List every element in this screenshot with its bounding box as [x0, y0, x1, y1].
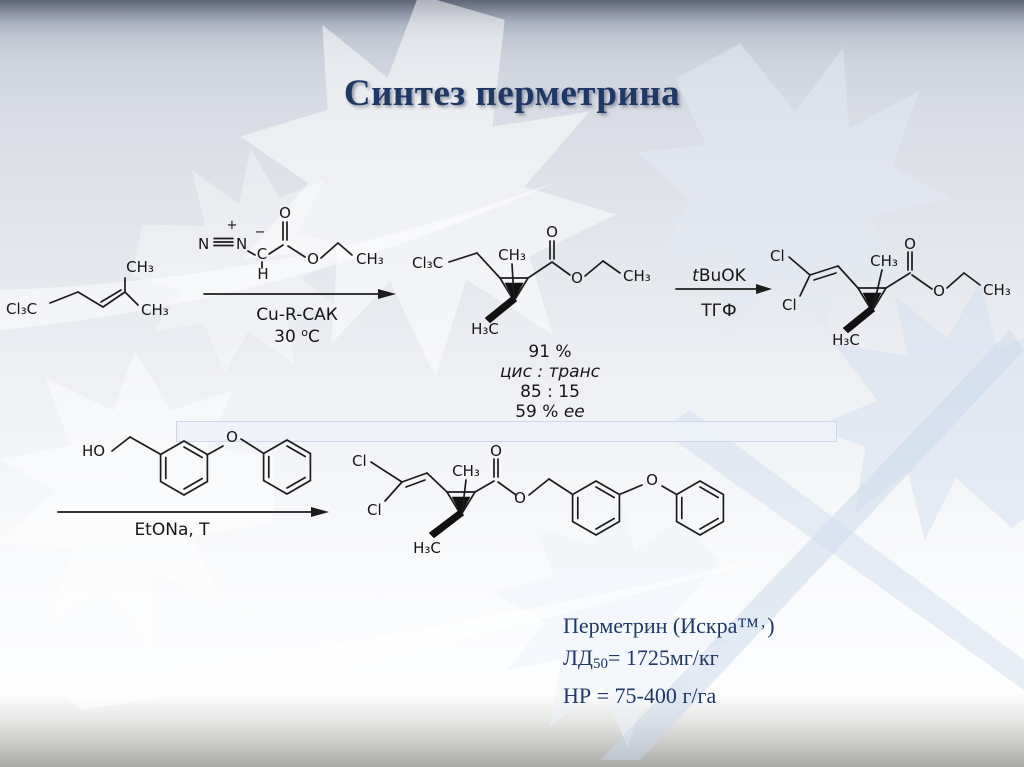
structure-permethrin: Cl Cl CH₃ H₃C O O O: [352, 442, 725, 557]
application-rate-line: НР = 75-400 г/га: [563, 683, 717, 708]
label-catalyst: Cu-R-САК: [256, 305, 338, 325]
ratio-label: цис : транс: [499, 362, 601, 382]
label-o-ester: O: [514, 489, 526, 507]
label-ch3: CH₃: [356, 250, 384, 268]
label-ch3-end: CH₃: [983, 281, 1011, 299]
label-h3c-bottom: H₃C: [832, 331, 860, 349]
label-o-carbonyl: O: [279, 204, 291, 222]
label-cl-top: Cl: [770, 247, 785, 265]
bond-skeleton: [370, 458, 725, 539]
label-o-bridge: O: [226, 428, 238, 446]
label-o-carbonyl: O: [490, 442, 502, 460]
structure-diazo-ester: N N + − C H O O CH₃: [198, 204, 384, 283]
label-o-ester: O: [933, 282, 945, 300]
structure-trichloro-alkene: Cl₃C CH₃ CH₃: [6, 258, 169, 319]
structure-phenoxybenzyl-alcohol: HO O: [82, 428, 312, 496]
empty-text-box: [176, 421, 837, 442]
structure-dichlorovinyl-ester: Cl Cl CH₃ H₃C O O CH₃: [770, 235, 1011, 349]
bond-skeleton: [213, 221, 353, 269]
label-h3c-bottom: H₃C: [413, 539, 441, 557]
ee-value: 59 % ee: [515, 402, 585, 422]
page-title: Синтез перметрина: [343, 73, 681, 114]
label-conditions: EtONa, T: [134, 520, 210, 540]
label-ccl3: Cl₃C: [6, 300, 37, 318]
label-carbon: C: [257, 245, 267, 263]
label-ccl3: Cl₃C: [412, 254, 443, 272]
structure-cyclopropane-ester: Cl₃C CH₃ H₃C O O CH₃: [412, 223, 651, 338]
product-name-line: Перметрин (Искра™,): [563, 612, 775, 638]
label-ch3-top: CH₃: [452, 462, 480, 480]
reaction-arrow-1: Cu-R-САК 30 оC: [203, 289, 396, 347]
label-temperature: 30 оC: [274, 326, 320, 347]
ld50-line: ЛД50= 1725мг/кг: [563, 644, 719, 672]
label-minus-charge: −: [255, 225, 266, 240]
label-n-left: N: [198, 235, 209, 253]
ratio-value: 85 : 15: [520, 382, 580, 402]
yield-value: 91 %: [528, 342, 572, 362]
label-ch3-top: CH₃: [126, 258, 154, 276]
label-ch3-top: CH₃: [870, 252, 898, 270]
label-o-ester: O: [307, 250, 319, 268]
label-cl-bottom: Cl: [782, 296, 797, 314]
label-ch3-right: CH₃: [141, 301, 169, 319]
label-ho: HO: [82, 442, 105, 460]
label-cl-bottom: Cl: [367, 501, 382, 519]
bond-skeleton: [49, 277, 139, 308]
label-solvent: ТГФ: [700, 301, 736, 321]
label-hydrogen: H: [257, 265, 268, 283]
label-o-bridge: O: [646, 471, 658, 489]
label-o-carbonyl: O: [546, 223, 558, 241]
label-ch3-top: CH₃: [498, 246, 526, 264]
label-o-carbonyl: O: [904, 235, 916, 253]
step1-results: 91 % цис : транс 85 : 15 59 % ee: [455, 342, 645, 422]
label-h3c-bottom: H₃C: [471, 320, 499, 338]
reaction-arrow-2: tBuOK ТГФ: [675, 266, 772, 321]
label-ch3-end: CH₃: [623, 267, 651, 285]
label-n-right: N: [236, 235, 247, 253]
label-cl-top: Cl: [352, 452, 367, 470]
reaction-arrow-3: EtONa, T: [57, 507, 329, 540]
label-plus-charge: +: [227, 218, 238, 233]
label-base: tBuOK: [692, 266, 746, 286]
product-info: Перметрин (Искра™,) ЛД50= 1725мг/кг НР =…: [563, 606, 853, 712]
bond-skeleton: [788, 251, 981, 334]
label-o-ester: O: [571, 269, 583, 287]
bond-skeleton: [448, 240, 621, 324]
bond-skeleton: [111, 436, 312, 496]
